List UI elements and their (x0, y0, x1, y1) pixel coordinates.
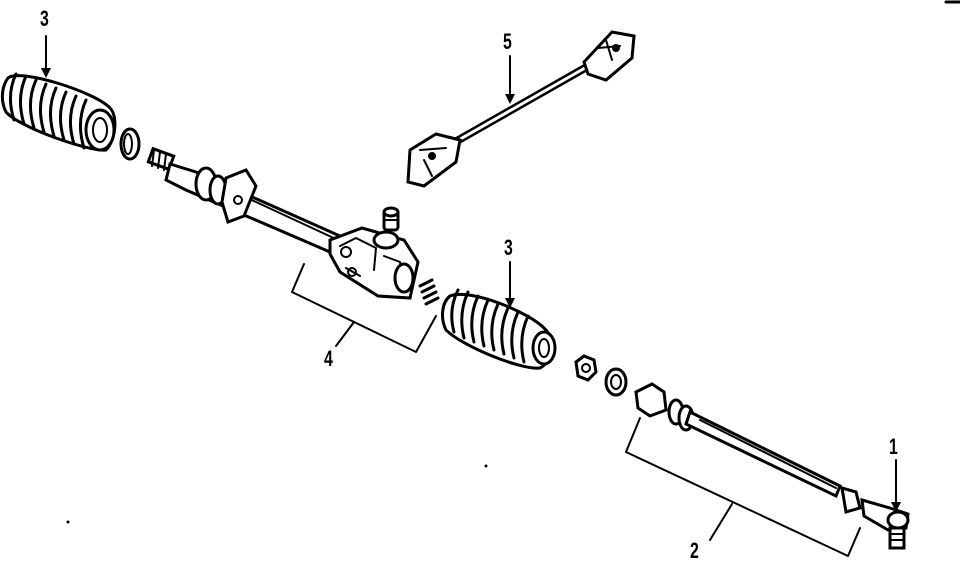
bracket-2 (625, 417, 861, 557)
left-boot (0, 72, 117, 152)
leader-3b (505, 261, 515, 308)
callout-1: 1 (889, 434, 898, 459)
leader-5 (505, 55, 515, 104)
speck (66, 520, 70, 524)
leader-3a (41, 35, 51, 78)
boot-clamp (604, 367, 628, 397)
callout-2: 2 (690, 538, 699, 563)
leader-1 (891, 459, 901, 512)
callout-3-middle: 3 (504, 235, 513, 260)
outer-tie-rod-end (860, 497, 910, 550)
rack-and-pinion-gear (146, 146, 440, 306)
left-boot-clamp (119, 127, 141, 161)
right-boot (441, 288, 557, 370)
callout-4: 4 (324, 346, 333, 371)
tie-rod (634, 382, 862, 514)
callout-3-upper-left: 3 (40, 6, 49, 31)
bracket-4 (291, 263, 437, 353)
speck (484, 464, 488, 468)
jam-nut (574, 354, 598, 382)
intermediate-shaft (406, 30, 636, 188)
callout-5: 5 (503, 29, 512, 54)
